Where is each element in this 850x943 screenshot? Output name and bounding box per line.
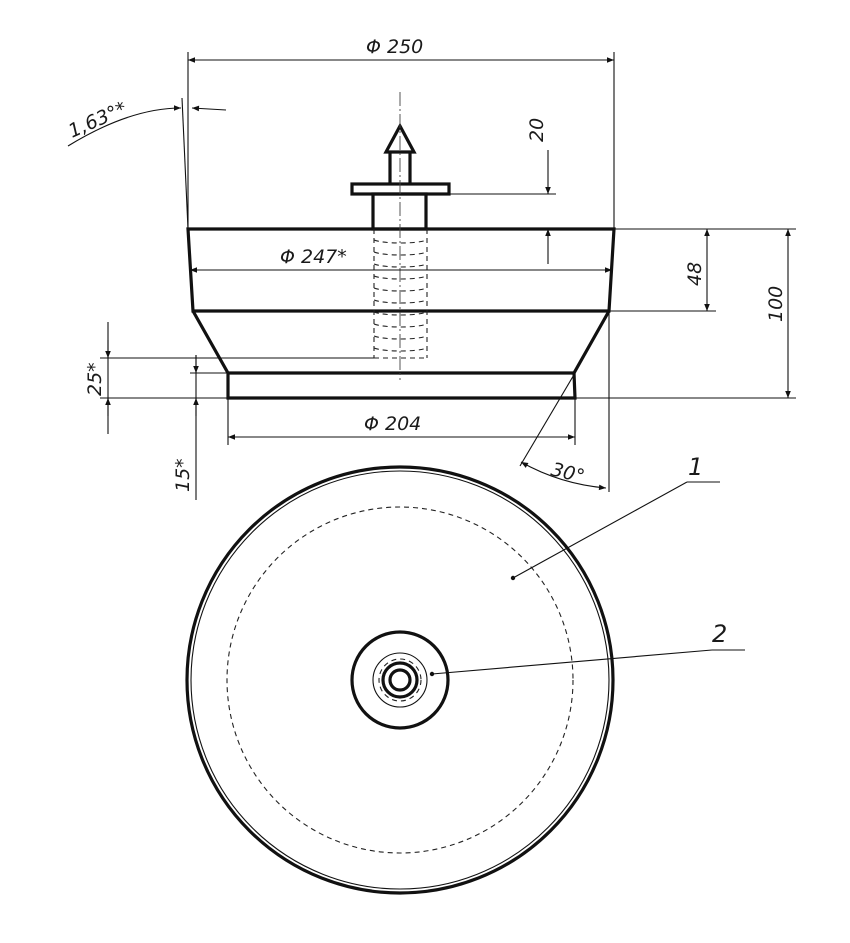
dimension-a30: 30° (519, 311, 610, 492)
pin-circle (388, 668, 412, 692)
flange-circle (350, 630, 450, 730)
callout-2: 2 (429, 620, 745, 677)
dim-d247-label: Φ 247* (280, 246, 347, 268)
fitting-neck (371, 192, 428, 231)
dimension-d247: Φ 247* (190, 246, 612, 273)
callout-1: 1 (510, 453, 720, 581)
dimension-h48: 48 (609, 228, 716, 312)
central-fitting (350, 122, 451, 231)
cone-outline (191, 310, 611, 375)
pin-base-circle (381, 661, 419, 699)
dimension-a163: 1,63°* (65, 98, 227, 230)
dim-h20-label: 20 (526, 118, 548, 142)
dim-h15-label: 15* (172, 458, 194, 492)
outer-edge-circle (190, 470, 610, 890)
side-view: Φ 250 Φ 247* Φ 204 20 48 (65, 36, 796, 500)
dim-h100-label: 100 (765, 286, 787, 322)
dimension-h20: 20 (449, 118, 614, 264)
dim-h48-label: 48 (684, 262, 706, 286)
dimension-d250: Φ 250 (187, 36, 615, 229)
dim-a30-label: 30° (549, 459, 587, 488)
callout-2-label: 2 (712, 620, 727, 648)
dimension-h100: 100 (575, 228, 796, 399)
pin-tip-arrow (383, 122, 417, 154)
threaded-rod-hidden (373, 229, 428, 359)
dim-a163-label: 1,63°* (65, 98, 130, 143)
thread-hidden-circle (378, 658, 422, 702)
neck-circle (372, 652, 428, 708)
dim-h25-label: 25* (84, 362, 106, 396)
top-view (185, 465, 615, 895)
outer-circle (185, 465, 615, 895)
dim-d250-label: Φ 250 (366, 36, 423, 58)
base-hidden-circle (226, 506, 574, 854)
callout-1-label: 1 (688, 453, 703, 481)
base-outline (226, 372, 577, 400)
dimension-d204: Φ 204 (227, 398, 576, 445)
dim-d204-label: Φ 204 (364, 413, 421, 435)
dimension-h25: 25* (84, 322, 374, 434)
dimension-h15: 15* (172, 355, 199, 500)
